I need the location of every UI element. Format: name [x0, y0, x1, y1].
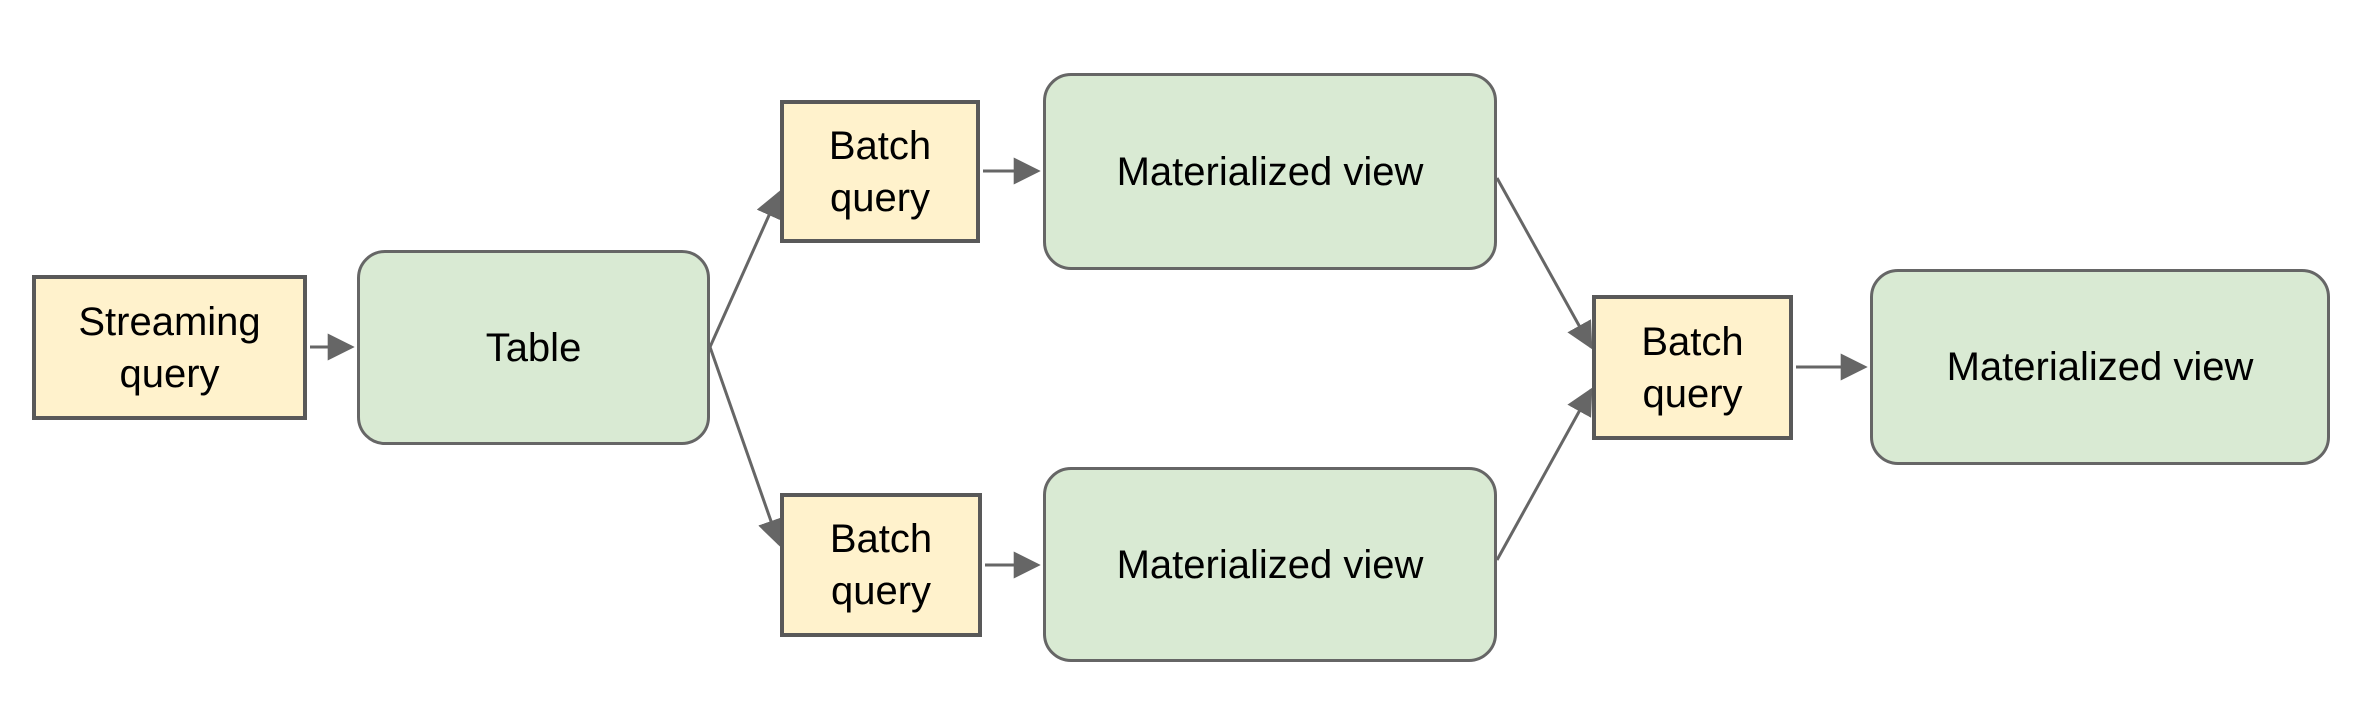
streaming-query-label: Streaming query — [78, 299, 261, 396]
arrow-table-to-batch-query-top — [708, 190, 782, 348]
arrow-table-to-batch-query-bottom — [708, 346, 784, 547]
node-streaming-query: Streaming query — [32, 275, 307, 420]
batch-query-right-label: Batch query — [1641, 319, 1744, 416]
materialized-view-top-label: Materialized view — [1116, 149, 1424, 194]
node-materialized-view-top: Materialized view — [1043, 73, 1497, 270]
batch-query-bottom-label: Batch query — [829, 517, 933, 613]
table-label: Table — [485, 325, 582, 370]
node-batch-query-top: Batch query — [780, 100, 980, 243]
node-batch-query-bottom: Batch query — [780, 493, 982, 637]
node-table: Table — [357, 250, 710, 445]
arrow-materialized-view-top-to-batch-query-right — [1495, 177, 1593, 350]
batch-query-top-label: Batch query — [828, 123, 932, 220]
node-batch-query-right: Batch query — [1592, 295, 1793, 440]
materialized-view-right-label: Materialized view — [1946, 345, 2254, 389]
arrow-materialized-view-bottom-to-batch-query-right — [1495, 387, 1593, 561]
node-materialized-view-bottom: Materialized view — [1043, 467, 1497, 662]
materialized-view-bottom-label: Materialized view — [1116, 542, 1424, 587]
node-materialized-view-right: Materialized view — [1870, 269, 2330, 465]
